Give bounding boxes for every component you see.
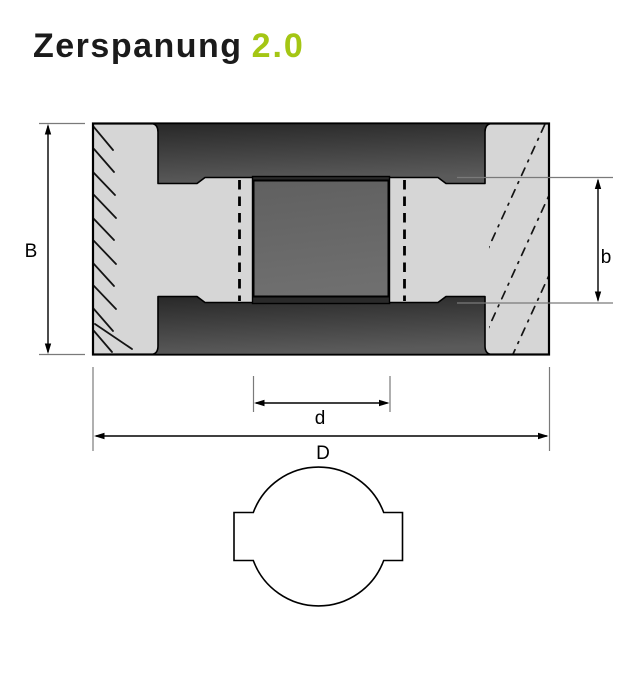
arrowhead-right: [538, 432, 549, 440]
left-section-hatch: [94, 125, 133, 353]
logo-version-text: 2.0: [251, 27, 305, 65]
cross-section-view: [91, 122, 551, 356]
dimensions: B b d: [25, 122, 613, 464]
top-abrasive-band: [151, 122, 492, 185]
dimension-b-label: b: [601, 247, 612, 268]
bore-face: [252, 179, 390, 298]
dimension-d-label: d: [315, 408, 326, 429]
dimension-B-label: B: [25, 241, 38, 262]
arrowhead-down: [44, 343, 52, 354]
arrowhead-left: [254, 399, 265, 407]
dimension-B: B: [25, 122, 85, 356]
arrowhead-down: [594, 291, 602, 302]
dimension-D: D: [92, 367, 551, 464]
dimension-D-label: D: [316, 443, 330, 464]
logo-brand-text: Zerspanung: [33, 27, 243, 65]
dimension-b: b: [457, 176, 613, 304]
bottom-abrasive-band: [151, 295, 492, 356]
arrowhead-left: [94, 432, 105, 440]
front-view-outline: [233, 466, 404, 607]
right-section-hatch: [489, 124, 548, 354]
arrowhead-up: [594, 178, 602, 189]
arrowhead-up: [44, 124, 52, 135]
dimension-d: d: [252, 376, 391, 429]
arrowhead-right: [379, 399, 390, 407]
